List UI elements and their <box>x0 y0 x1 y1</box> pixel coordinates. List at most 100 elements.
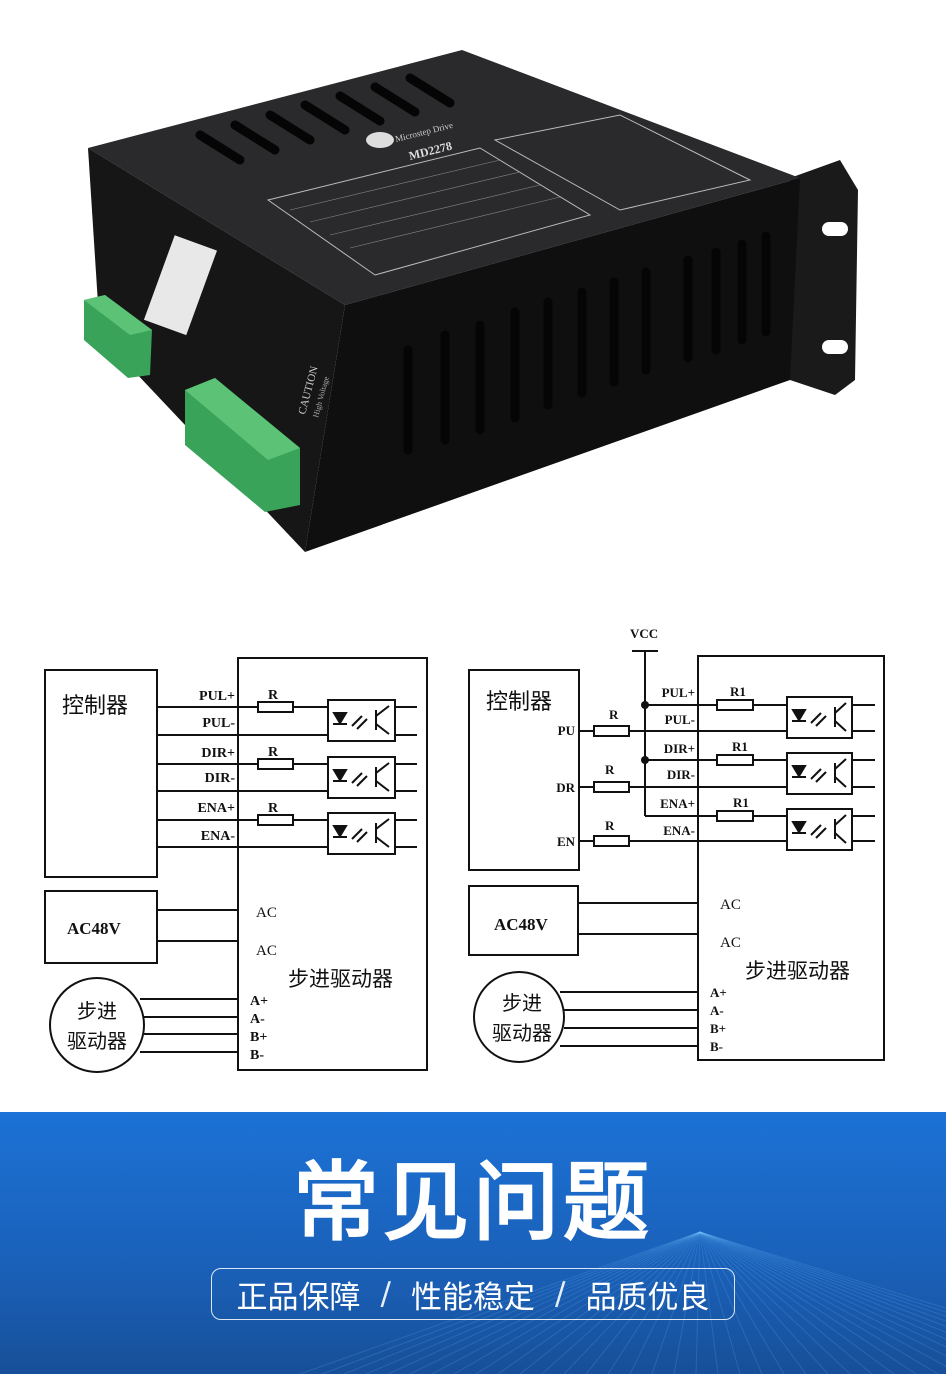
phase-label: B- <box>710 1039 723 1054</box>
grid-line <box>541 1231 701 1374</box>
grid-line <box>699 1231 946 1322</box>
phase-label: B+ <box>710 1021 726 1036</box>
driver-label: 步进驱动器 <box>745 959 850 983</box>
vcc-label: VCC <box>630 626 658 641</box>
resistor <box>593 781 630 793</box>
resistor-label: R1 <box>733 795 749 810</box>
grid-line <box>651 1231 701 1374</box>
grid-line <box>299 1231 701 1374</box>
grid-line <box>409 1231 701 1374</box>
controller-label: 控制器 <box>62 694 128 719</box>
optocoupler <box>786 696 853 739</box>
phase-label: A+ <box>250 994 268 1009</box>
signal-label: PUL+ <box>199 689 235 704</box>
grid-line <box>699 1231 829 1374</box>
resistor <box>593 725 630 737</box>
controller-pin-label: PU <box>558 723 576 738</box>
resistor <box>716 810 754 822</box>
motor-label: 步进 <box>502 991 542 1015</box>
grid-line <box>699 1231 946 1357</box>
separator: / <box>380 1276 391 1312</box>
driver-label: 步进驱动器 <box>288 967 393 991</box>
grid-line <box>699 1231 807 1374</box>
resistor <box>593 835 630 847</box>
signal-label: ENA+ <box>197 801 235 816</box>
resistor-label: R <box>609 707 619 722</box>
resistor-label: R1 <box>732 739 748 754</box>
wiring-diagrams: 控制器 PUL+ PUL- DIR+ DIR- ENA+ ENA- R R R … <box>44 626 885 1073</box>
signal-wires <box>560 704 875 1047</box>
power-label: AC48V <box>67 919 122 938</box>
grid-line <box>699 1231 741 1374</box>
power-label: AC48V <box>494 915 549 934</box>
tag: 正品保障 <box>236 1279 361 1316</box>
motor-circle <box>473 971 565 1063</box>
controller-label: 控制器 <box>486 690 552 715</box>
controller-box <box>44 669 158 878</box>
faq-banner: 常见问题 正品保障 / 性能稳定 / 品质优良 <box>0 1112 946 1374</box>
signal-label: ENA- <box>201 829 236 844</box>
controller-box <box>468 669 580 871</box>
motor-label: 驱动器 <box>492 1021 552 1045</box>
grid-line <box>519 1231 701 1374</box>
motor-label: 步进 <box>77 999 117 1023</box>
ac-label: AC <box>256 905 277 921</box>
faq-title: 常见问题 <box>293 1153 653 1253</box>
grid-line <box>475 1231 701 1374</box>
grid-line <box>699 1231 895 1374</box>
separator: / <box>555 1276 566 1312</box>
grid-line <box>699 1231 946 1327</box>
motor-circle <box>49 977 145 1073</box>
resistor-label: R <box>605 818 615 833</box>
phase-label: B+ <box>250 1030 267 1045</box>
grid-line <box>699 1231 719 1374</box>
terminal-block-power <box>185 378 300 512</box>
resistor-label: R <box>268 801 279 816</box>
grid-line <box>453 1231 701 1374</box>
optocoupler <box>327 812 396 855</box>
signal-label: DIR- <box>667 767 695 782</box>
grid-line <box>343 1231 701 1374</box>
signal-label: DIR+ <box>664 741 695 756</box>
resistor-label: R <box>268 745 279 760</box>
grid-line <box>431 1231 701 1374</box>
grid-line <box>699 1231 946 1333</box>
grid-line <box>321 1231 701 1374</box>
grid-line <box>699 1231 946 1340</box>
grid-line <box>699 1231 946 1313</box>
grid-line <box>699 1231 946 1348</box>
driver-box <box>237 657 428 1071</box>
signal-label: PUL- <box>665 712 695 727</box>
signal-label: DIR+ <box>201 746 235 761</box>
grid-line <box>607 1231 701 1374</box>
grid-line <box>673 1231 701 1374</box>
grid-line <box>699 1231 939 1374</box>
product-photo: Microstep Drive MD2278 CAUTION High Volt… <box>84 50 858 552</box>
grid-line <box>497 1231 701 1374</box>
resistor <box>716 699 754 711</box>
resistor <box>716 754 754 766</box>
ac-label: AC <box>720 935 741 951</box>
junction-dot <box>641 701 649 709</box>
grid-line <box>699 1231 946 1317</box>
controller-pin-label: DR <box>556 780 575 795</box>
grid-line <box>585 1231 701 1374</box>
grid-line <box>699 1231 946 1367</box>
mounting-bracket <box>790 160 858 395</box>
ac-label: AC <box>720 897 741 913</box>
grid-line <box>563 1231 701 1374</box>
power-box <box>468 885 579 956</box>
tagline-pill: 正品保障 / 性能稳定 / 品质优良 <box>211 1268 735 1320</box>
ac-label: AC <box>256 943 277 959</box>
signal-label: ENA+ <box>660 796 695 811</box>
resistor-label: R1 <box>730 684 746 699</box>
resistor <box>257 701 294 713</box>
resistor <box>257 758 294 770</box>
junction-dot <box>641 756 649 764</box>
grid-line <box>387 1231 701 1374</box>
vcc-rail <box>632 650 658 816</box>
phase-label: A- <box>250 1012 265 1027</box>
resistor <box>257 814 294 826</box>
grid-line <box>699 1231 873 1374</box>
signal-label: DIR- <box>205 771 236 786</box>
